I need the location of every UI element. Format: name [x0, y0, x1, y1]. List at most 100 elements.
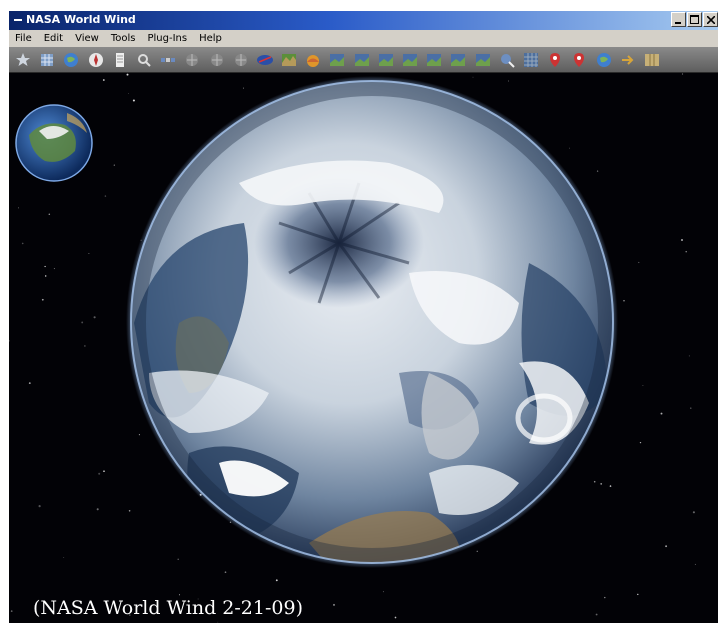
toolbar-button[interactable]: [472, 50, 494, 70]
minimize-icon: [674, 21, 681, 24]
placemark-icon: [574, 52, 585, 67]
toolbar-button[interactable]: [181, 50, 203, 70]
star: [132, 99, 135, 102]
star: [102, 79, 105, 81]
star: [593, 480, 596, 483]
globe-scene: [9, 73, 696, 623]
star: [103, 470, 105, 473]
maximize-icon: [690, 15, 699, 24]
globe-viewport[interactable]: (NASA World Wind 2-21-09): [9, 73, 718, 623]
title-bar[interactable]: NASA World Wind: [9, 11, 718, 30]
star: [44, 275, 47, 277]
app-icon: [14, 19, 22, 21]
grid-icon: [523, 52, 538, 67]
terrain-icon: [282, 53, 297, 66]
toolbar-button[interactable]: [641, 50, 663, 70]
window-controls: [671, 12, 718, 28]
star: [685, 250, 687, 253]
caption: (NASA World Wind 2-21-09): [33, 597, 303, 619]
menu-file[interactable]: File: [15, 33, 32, 44]
menu-bar: File Edit View Tools Plug-Ins Help: [9, 30, 718, 47]
star: [568, 147, 571, 149]
star: [104, 195, 107, 197]
toolbar-button[interactable]: [351, 50, 373, 70]
star: [9, 340, 10, 342]
star: [217, 621, 219, 623]
star: [472, 76, 474, 78]
star: [113, 164, 115, 166]
toolbar-button[interactable]: [326, 50, 348, 70]
star: [21, 242, 24, 245]
image-layer-icon: [451, 53, 466, 66]
globe-small-icon: [234, 53, 247, 66]
toolbar: [9, 47, 718, 73]
toolbar-button[interactable]: [447, 50, 469, 70]
document-icon: [115, 52, 124, 67]
toolbar-button[interactable]: [12, 50, 34, 70]
close-button[interactable]: [703, 12, 718, 27]
maximize-button[interactable]: [687, 12, 702, 27]
earth-globe[interactable]: [126, 76, 618, 587]
toolbar-button[interactable]: [593, 50, 615, 70]
menu-help[interactable]: Help: [199, 33, 222, 44]
star: [44, 265, 46, 268]
toolbar-button[interactable]: [109, 50, 131, 70]
toolbar-button[interactable]: [36, 50, 58, 70]
globe-icon: [596, 52, 611, 67]
star: [637, 593, 639, 596]
globe-small-icon: [210, 53, 223, 66]
toolbar-button[interactable]: [230, 50, 252, 70]
star: [177, 558, 179, 561]
map-icon: [644, 53, 659, 66]
weather-icon: [307, 54, 320, 67]
menu-edit[interactable]: Edit: [43, 33, 64, 44]
star: [596, 170, 599, 172]
star: [665, 545, 668, 548]
star: [53, 268, 55, 270]
star: [688, 355, 690, 357]
toolbar-button[interactable]: [423, 50, 445, 70]
toolbar-button[interactable]: [496, 50, 518, 70]
toolbar-button[interactable]: [60, 50, 82, 70]
arrow-icon: [621, 54, 634, 65]
toolbar-button[interactable]: [206, 50, 228, 70]
menu-view[interactable]: View: [75, 33, 99, 44]
toolbar-button[interactable]: [302, 50, 324, 70]
toolbar-button[interactable]: [254, 50, 276, 70]
nasa-logo-icon: [256, 54, 273, 65]
globe-icon: [64, 52, 79, 67]
placemark-icon: [550, 52, 561, 67]
star: [41, 298, 44, 301]
toolbar-button[interactable]: [133, 50, 155, 70]
star: [332, 603, 336, 606]
toolbar-button[interactable]: [278, 50, 300, 70]
toolbar-button[interactable]: [568, 50, 590, 70]
star: [639, 441, 642, 444]
toolbar-button[interactable]: [157, 50, 179, 70]
world-wind-window: NASA World Wind File Edit View Tools Plu…: [9, 11, 718, 623]
image-layer-icon: [378, 53, 393, 66]
toolbar-button[interactable]: [617, 50, 639, 70]
toolbar-button[interactable]: [375, 50, 397, 70]
star: [138, 434, 140, 436]
menu-plugins[interactable]: Plug-Ins: [147, 33, 188, 44]
menu-tools[interactable]: Tools: [110, 33, 136, 44]
star: [128, 93, 130, 95]
star: [129, 614, 131, 616]
star: [600, 483, 603, 485]
star: [508, 80, 509, 82]
toolbar-button[interactable]: [544, 50, 566, 70]
star: [38, 505, 41, 508]
image-layer-icon: [427, 53, 442, 66]
minimize-button[interactable]: [671, 12, 686, 27]
compass-icon: [88, 52, 103, 67]
toolbar-button[interactable]: [520, 50, 542, 70]
toolbar-button[interactable]: [85, 50, 107, 70]
star: [595, 613, 598, 616]
toolbar-button[interactable]: [399, 50, 421, 70]
star: [84, 345, 86, 347]
layer-grid-icon: [41, 53, 54, 66]
overview-globe[interactable]: [15, 104, 93, 182]
satellite-icon: [161, 57, 176, 62]
star: [623, 300, 625, 302]
